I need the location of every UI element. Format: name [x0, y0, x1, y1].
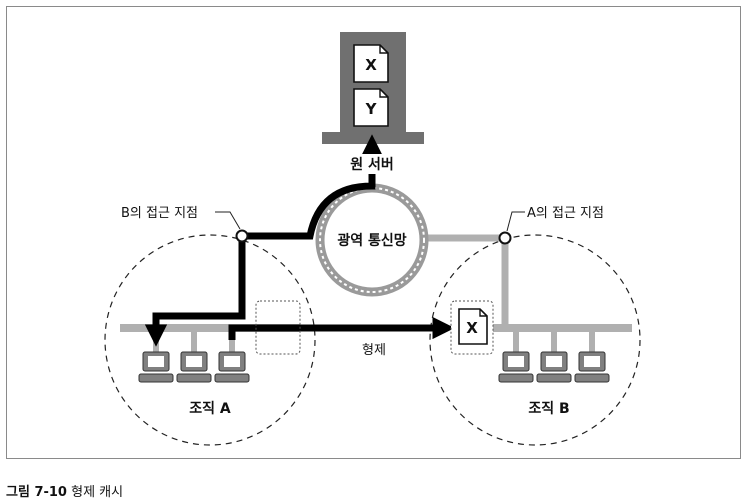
- server-doc-y-label: Y: [365, 100, 378, 118]
- org-a-boundary: [104, 234, 316, 446]
- org-b-boundary: [429, 234, 641, 446]
- server-doc-x-label: X: [365, 56, 377, 74]
- cache-doc-label: X: [466, 319, 478, 337]
- org-b-computers: [498, 351, 610, 383]
- org-a-label: 조직 A: [189, 400, 231, 417]
- computer-icon: [574, 351, 610, 383]
- computer-icon: [214, 351, 250, 383]
- sibling-label: 형제: [362, 343, 386, 358]
- sibling-path: [228, 316, 455, 340]
- figure-caption: 그림 7-10 형제 캐시: [6, 481, 123, 500]
- access-point-a-leader: [506, 211, 525, 232]
- figure-title: 형제 캐시: [71, 485, 124, 500]
- org-b-lan: [490, 324, 632, 352]
- figure-number: 그림 7-10: [6, 485, 67, 500]
- origin-server-label: 원 서버: [350, 156, 394, 173]
- computer-icon: [138, 351, 174, 383]
- computer-icon: [176, 351, 212, 383]
- org-a-computers: [138, 351, 250, 383]
- server-document-y: Y: [353, 88, 389, 127]
- access-point-a-node: [498, 231, 512, 245]
- cache-document-x: X: [458, 308, 488, 345]
- wan-label: 광역 통신망: [337, 232, 406, 249]
- computer-icon: [536, 351, 572, 383]
- access-point-a-label: A의 접근 지점: [527, 206, 604, 221]
- server-document-x: X: [353, 44, 389, 83]
- org-a-lan: [120, 324, 300, 352]
- computer-icon: [498, 351, 534, 383]
- request-path: [242, 134, 384, 240]
- access-point-b-node: [235, 229, 249, 243]
- access-point-b-label: B의 접근 지점: [121, 206, 198, 221]
- org-a-cache-box: [255, 300, 301, 355]
- access-path-a: [144, 236, 246, 347]
- org-b-label: 조직 B: [528, 400, 569, 417]
- access-point-b-leader: [215, 211, 241, 230]
- figure-frame: [6, 6, 741, 459]
